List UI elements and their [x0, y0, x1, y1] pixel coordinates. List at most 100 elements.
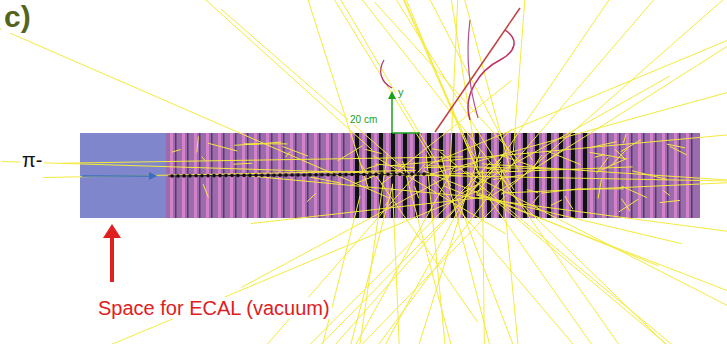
- shower-track: [379, 175, 727, 185]
- shower-track: [590, 142, 616, 148]
- shower-track: [432, 149, 444, 151]
- shower-track: [501, 170, 533, 344]
- active-layer: [691, 133, 693, 218]
- hit-dot: [344, 173, 348, 177]
- absorber-layer: [314, 133, 317, 218]
- hit-dot: [194, 174, 198, 178]
- shower-track: [589, 152, 625, 158]
- shower-track: [424, 171, 659, 266]
- shower-track: [667, 144, 685, 148]
- shower-track: [621, 140, 642, 152]
- shower-track: [462, 196, 727, 269]
- active-layer: [547, 133, 551, 218]
- absorber-layer: [302, 133, 305, 218]
- shower-track: [623, 134, 626, 143]
- shower-track: [533, 205, 542, 212]
- hit-dot: [224, 174, 228, 178]
- shower-track: [493, 175, 523, 180]
- shower-track: [385, 201, 388, 205]
- absorber-layer: [638, 133, 641, 218]
- absorber-layer: [614, 133, 617, 218]
- hit-dot: [272, 173, 276, 177]
- shower-track: [63, 157, 464, 163]
- shower-track: [660, 200, 680, 202]
- hit-dot: [350, 173, 354, 177]
- absorber-layer: [242, 133, 245, 218]
- hit-dot: [368, 173, 372, 177]
- active-layer: [331, 133, 333, 218]
- shower-track: [338, 146, 363, 161]
- axis-arrow: [391, 95, 393, 133]
- shower-track: [361, 165, 372, 179]
- hit-dot: [284, 173, 288, 177]
- absorber-layer: [170, 133, 173, 218]
- shower-track: [254, 0, 508, 184]
- absorber-layer: [686, 133, 689, 218]
- shower-track: [579, 188, 624, 189]
- absorber-layer: [338, 133, 341, 218]
- hit-dot: [182, 174, 186, 178]
- active-layer: [319, 133, 321, 218]
- active-layer: [403, 133, 407, 218]
- hit-dot: [296, 173, 300, 177]
- absorber-layer: [290, 133, 293, 218]
- absorber-layer: [278, 133, 281, 218]
- hit-dot: [422, 172, 426, 176]
- shower-track: [327, 186, 392, 344]
- shower-track: [477, 0, 727, 194]
- shower-track: [300, 196, 360, 344]
- pointer-arrowhead: [103, 224, 121, 238]
- shower-track: [413, 162, 415, 180]
- ecal-vacuum-region: [80, 133, 166, 218]
- curved-track: [468, 20, 478, 118]
- shower-track: [598, 179, 601, 198]
- scale-label: 20 cm: [348, 114, 379, 125]
- shower-track: [426, 155, 482, 344]
- hit-dot: [278, 173, 282, 177]
- hit-dot: [248, 174, 252, 178]
- shower-track: [310, 177, 342, 183]
- absorber-layer: [194, 133, 197, 218]
- hit-dot: [302, 173, 306, 177]
- hit-dot: [398, 172, 402, 176]
- shower-track: [453, 163, 476, 172]
- hit-dot: [374, 173, 378, 177]
- pointer-arrow: [110, 236, 114, 282]
- shower-track: [508, 190, 727, 344]
- shower-track: [0, 188, 484, 344]
- shower-track: [234, 144, 259, 146]
- shower-track: [424, 167, 444, 168]
- active-layer: [343, 133, 345, 218]
- shower-track: [282, 146, 308, 156]
- shower-track: [487, 194, 727, 344]
- shower-track: [380, 0, 478, 175]
- shower-track: [527, 152, 532, 161]
- hit-dot: [314, 173, 318, 177]
- hit-dot: [386, 172, 390, 176]
- shower-track: [485, 168, 509, 171]
- axis-line: [392, 132, 420, 134]
- hit-dot: [200, 174, 204, 178]
- hit-dot: [176, 174, 180, 178]
- shower-track: [233, 163, 252, 165]
- curved-track: [381, 60, 392, 88]
- shower-track: [541, 189, 581, 194]
- active-layer: [511, 133, 515, 218]
- active-layer: [307, 133, 309, 218]
- active-layer: [679, 133, 681, 218]
- hit-dot: [356, 173, 360, 177]
- absorber-layer: [230, 133, 233, 218]
- shower-track: [500, 129, 513, 141]
- shower-track: [476, 195, 682, 244]
- shower-track: [461, 76, 670, 194]
- hit-dot: [266, 173, 270, 177]
- beam-arrow: [82, 175, 156, 177]
- shower-track: [243, 175, 466, 196]
- shower-track: [208, 143, 237, 151]
- hit-dot: [404, 172, 408, 176]
- absorber-layer: [182, 133, 185, 218]
- shower-track: [600, 158, 628, 170]
- shower-track: [466, 172, 727, 344]
- shower-track: [230, 0, 451, 186]
